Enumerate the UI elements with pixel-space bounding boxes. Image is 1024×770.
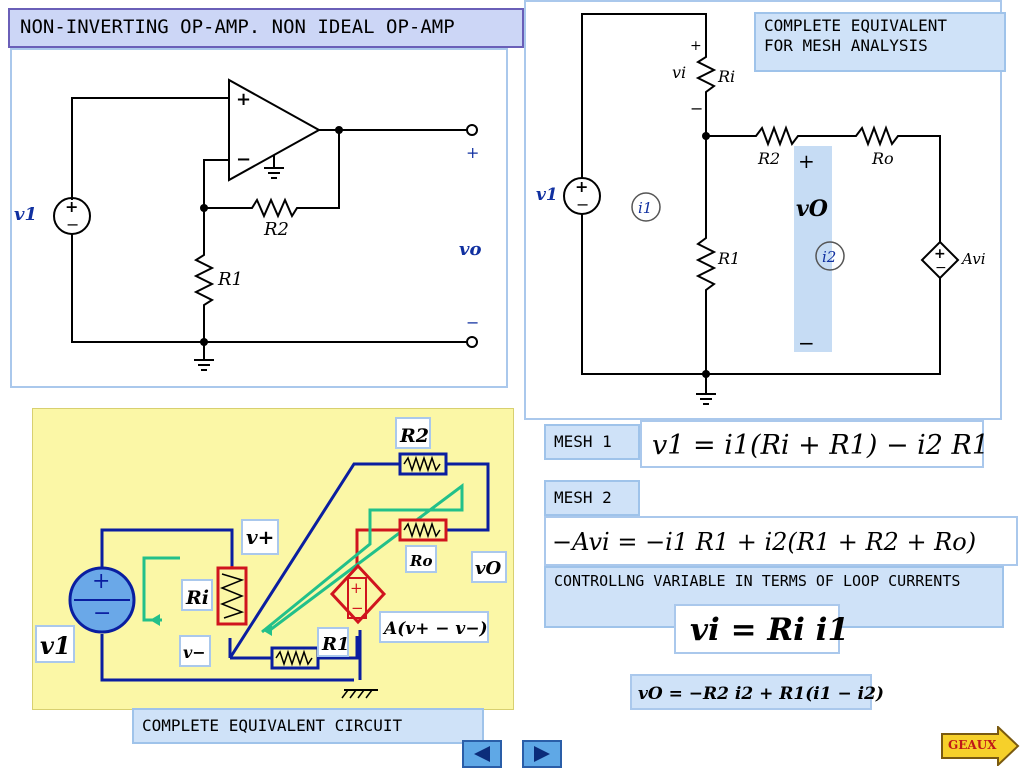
r2-label: R2 [757,149,780,168]
svg-text:−: − [236,149,251,170]
r1-label: R1 [321,634,349,655]
ri-label: Ri [717,67,735,86]
svg-text:−: − [576,195,589,214]
geaux-arrow-icon [941,726,1020,766]
vo-label: vO [475,558,501,579]
geaux-label: GEAUX [948,738,997,752]
slide-title: NON-INVERTING OP-AMP. NON IDEAL OP-AMP [8,8,524,48]
vi-label: vi [672,63,686,82]
arrow-right-icon [534,746,550,762]
vplus-label: v+ [246,525,274,549]
out-minus-label: − [466,313,479,332]
mesh1-equation: v1 = i1(Ri + R1) − i2 R1 [640,420,989,468]
non-inverting-circuit-panel: + − + − v1 R2 R1 + vo − [10,48,508,388]
mesh2-equation: −Avi = −i1 R1 + i2(R1 + R2 + Ro) [544,516,1018,566]
bottom-caption: COMPLETE EQUIVALENT CIRCUIT [132,708,484,744]
source-v1-label: v1 [14,204,37,225]
control-variable-label: CONTROLLNG VARIABLE IN TERMS OF LOOP CUR… [554,572,961,590]
avi-label: Avi [960,250,986,268]
r1-label: R1 [217,269,243,290]
vminus-label: v− [183,643,206,662]
mesh-circuit-panel: + − + − + − v1 vi Ri R2 Ro R1 i1 i2 + vO… [524,0,1002,420]
v1-label: v1 [536,185,558,205]
mesh1-tag: MESH 1 [544,424,640,460]
svg-text:−: − [66,215,79,234]
svg-text:+: + [236,89,251,110]
svg-text:+: + [575,177,588,196]
svg-text:+: + [934,246,946,262]
vo-plus-label: + [798,149,815,173]
dependent-source-label: A(v+ − v−) [382,619,488,639]
mesh-panel-title: COMPLETE EQUIVALENT FOR MESH ANALYSIS [754,12,1006,72]
svg-text:+: + [65,197,78,216]
svg-text:−: − [351,599,364,617]
mesh-circuit-diagram: + − + − + − v1 vi Ri R2 Ro R1 i1 i2 + vO… [536,13,986,405]
geaux-button[interactable]: GEAUX [940,726,1020,766]
ri-label: Ri [185,587,209,609]
mesh2-tag: MESH 2 [544,480,640,516]
ro-label: Ro [871,149,894,168]
vo-label: vo [459,239,481,260]
svg-text:−: − [93,601,111,626]
next-slide-button[interactable] [522,740,562,768]
out-plus-label: + [466,143,479,162]
svg-text:+: + [350,579,363,597]
non-inverting-circuit-diagram: + − + − v1 R2 R1 + vo − [14,78,481,371]
ro-label: Ro [409,552,432,570]
svg-text:−: − [690,99,703,118]
r2-label: R2 [399,425,429,447]
vo-label: vO [796,196,828,222]
i1-label: i1 [638,199,652,217]
svg-text:−: − [935,260,947,276]
vo-minus-label: − [798,331,815,355]
equivalent-circuit-diagram: + − + − R2 Ro Ri R1 v+ v− vO v1 A(v+ − v… [35,417,507,699]
svg-text:+: + [690,38,702,54]
r1-label: R1 [717,249,740,268]
arrow-left-icon [474,746,490,762]
svg-text:+: + [92,569,110,594]
r2-label: R2 [263,219,289,240]
prev-slide-button[interactable] [462,740,502,768]
control-equation: vi = Ri i1 [674,604,849,654]
v1-label: v1 [40,631,71,660]
i2-label: i2 [822,248,836,266]
vo-equation: vO = −R2 i2 + R1(i1 − i2) [630,674,884,710]
